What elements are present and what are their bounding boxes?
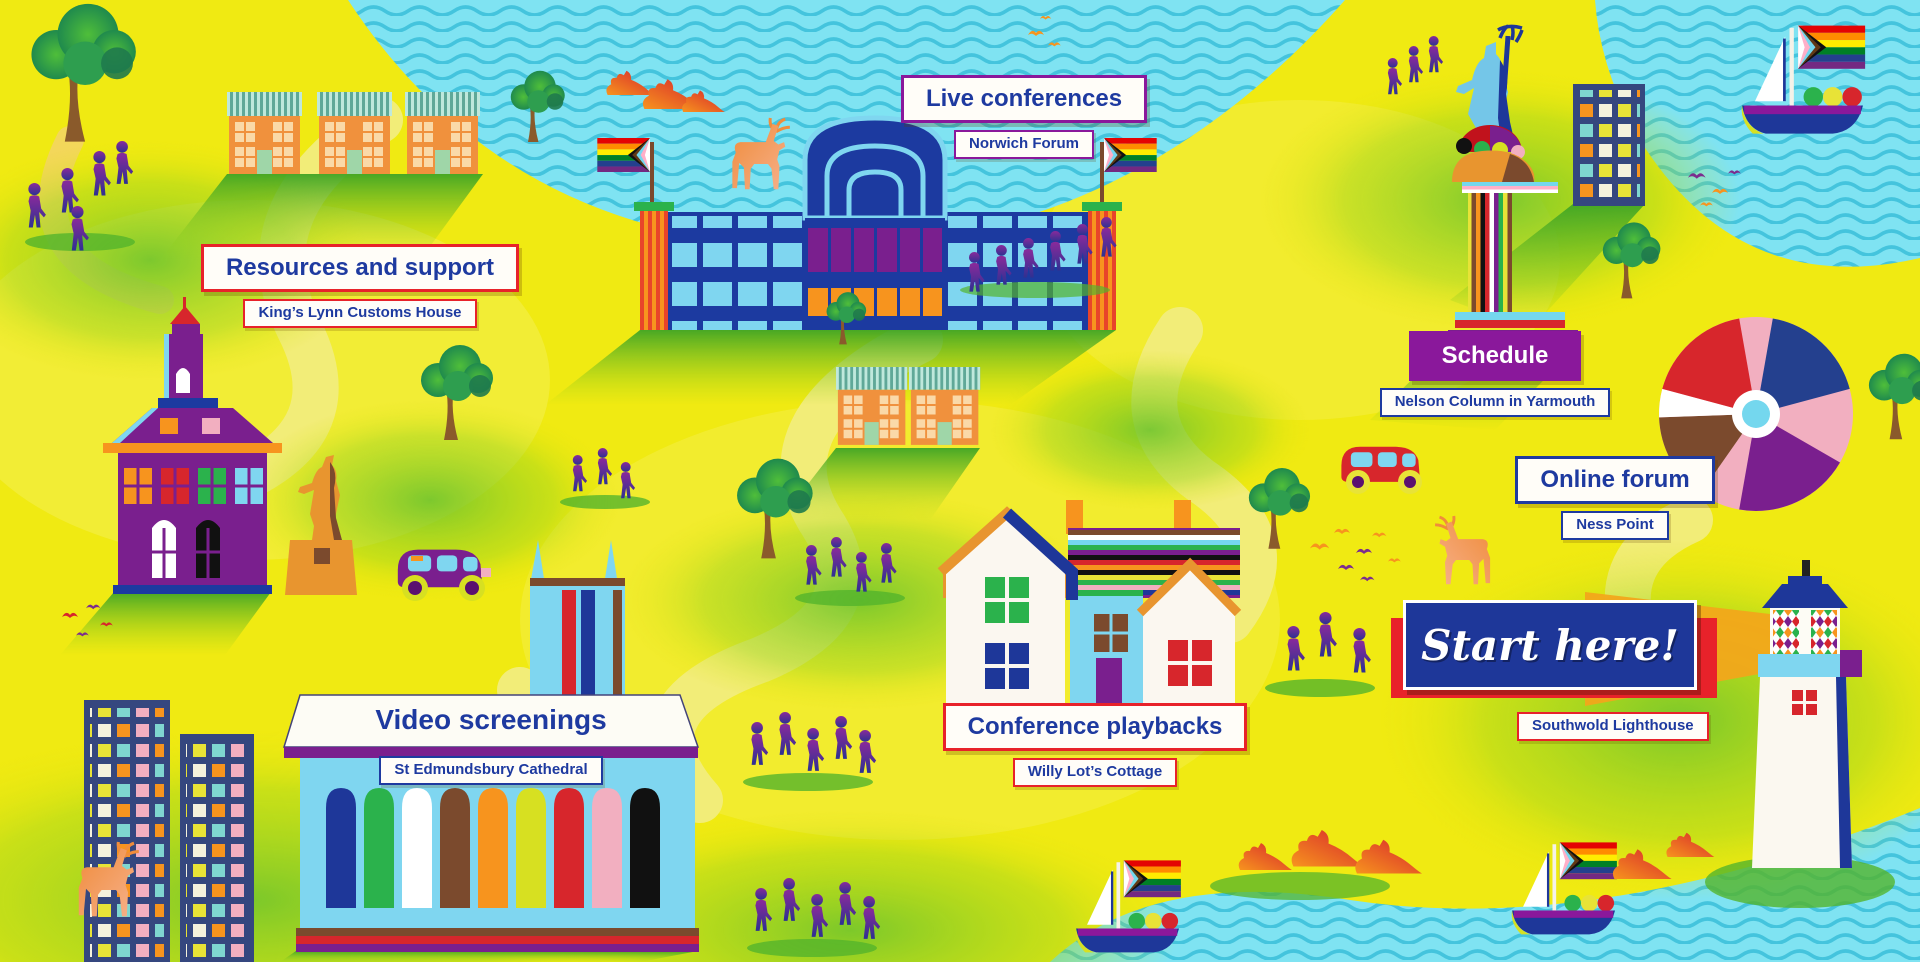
statue bbox=[285, 455, 357, 595]
color-wheel[interactable] bbox=[1659, 317, 1853, 511]
kings-lynn-venue-label[interactable]: King’s Lynn Customs House bbox=[243, 299, 477, 328]
people-top-left bbox=[25, 141, 135, 251]
people-below-cathedral bbox=[743, 712, 877, 791]
purple-minibus bbox=[397, 549, 491, 601]
conference-playbacks-label[interactable]: Conference playbacks bbox=[942, 703, 1248, 752]
location-conference-playbacks: Conference playbacks Willy Lot’s Cottage bbox=[905, 703, 1285, 787]
online-forum-label[interactable]: Online forum bbox=[1515, 456, 1715, 505]
customs-house-building[interactable] bbox=[103, 297, 282, 594]
walking-people bbox=[25, 36, 1444, 957]
cathedral-building[interactable] bbox=[282, 540, 700, 952]
location-start-here: Start here! Southwold Lighthouse bbox=[1385, 596, 1735, 741]
ness-point-venue-label[interactable]: Ness Point bbox=[1561, 511, 1669, 540]
norwich-forum-building[interactable] bbox=[597, 115, 1157, 330]
resources-support-label[interactable]: Resources and support bbox=[200, 244, 520, 293]
cathedral-venue-label[interactable]: St Edmundsbury Cathedral bbox=[379, 756, 603, 785]
people-to-column bbox=[960, 217, 1117, 298]
video-screenings-label[interactable]: Video screenings bbox=[375, 704, 607, 735]
cottage-building[interactable] bbox=[937, 500, 1242, 705]
location-video-screenings: St Edmundsbury Cathedral bbox=[287, 756, 695, 785]
people-center bbox=[795, 537, 905, 606]
schedule-label[interactable]: Schedule bbox=[1408, 331, 1582, 382]
location-resources-support: Resources and support King’s Lynn Custom… bbox=[170, 244, 550, 328]
southwold-venue-label[interactable]: Southwold Lighthouse bbox=[1517, 712, 1709, 741]
start-here-banner[interactable]: Start here! bbox=[1403, 600, 1697, 690]
lighthouse-building[interactable] bbox=[1752, 560, 1862, 868]
nelson-column-venue-label[interactable]: Nelson Column in Yarmouth bbox=[1379, 388, 1611, 417]
location-schedule: Schedule Nelson Column in Yarmouth bbox=[1360, 331, 1630, 417]
tower-block-left bbox=[84, 700, 254, 962]
location-online-forum: Online forum Ness Point bbox=[1495, 456, 1735, 540]
people-start-here bbox=[1265, 612, 1375, 697]
people-center-left bbox=[560, 448, 650, 509]
location-live-conferences: Live conferences Norwich Forum bbox=[850, 75, 1198, 159]
tower-block-right bbox=[1573, 84, 1645, 206]
sea-lions-bottom bbox=[1210, 830, 1715, 900]
red-minibus bbox=[1341, 446, 1422, 494]
live-conferences-label[interactable]: Live conferences bbox=[900, 75, 1148, 124]
norwich-forum-venue-label[interactable]: Norwich Forum bbox=[953, 130, 1094, 159]
willy-lots-venue-label[interactable]: Willy Lot’s Cottage bbox=[1012, 758, 1178, 787]
people-bottom-center bbox=[747, 878, 881, 957]
